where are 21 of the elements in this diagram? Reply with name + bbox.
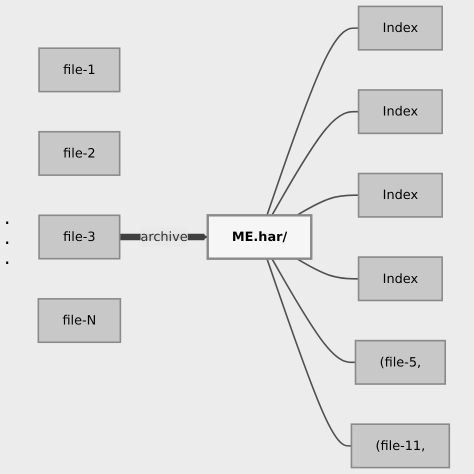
node-box: file-1	[38, 47, 121, 92]
connector	[266, 258, 352, 447]
node-box: (file-5,	[355, 340, 446, 385]
ellipsis-dot: .	[4, 227, 10, 247]
edge-label: archive	[140, 228, 188, 244]
node-box: file-N	[38, 298, 122, 344]
node-box: file-3	[38, 214, 121, 260]
ellipsis-dot: .	[4, 207, 10, 227]
node-box: file-2	[38, 130, 121, 176]
node-box: ME.har/	[206, 214, 313, 260]
node-box: Index	[358, 89, 444, 134]
node-box: Index	[358, 256, 444, 302]
connector	[296, 194, 359, 216]
node-box: Index	[358, 172, 444, 218]
connector	[272, 258, 356, 364]
ellipsis-dot: .	[4, 247, 10, 267]
connector	[296, 258, 359, 280]
connector	[272, 110, 359, 216]
connector	[266, 27, 359, 216]
node-box: (file-11,	[350, 423, 450, 468]
node-box: Index	[358, 6, 444, 51]
